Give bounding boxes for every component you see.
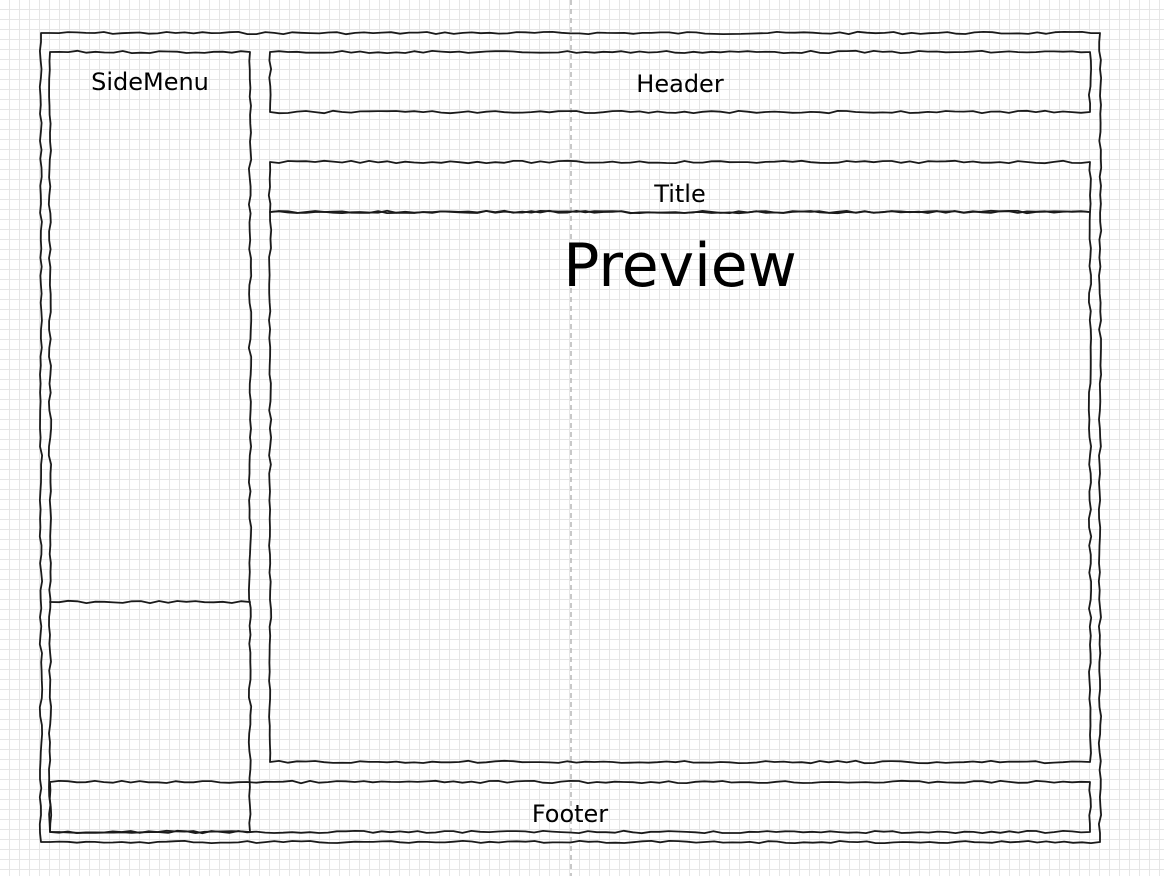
title-box [267, 159, 1092, 215]
side-menu-lower-divider [49, 599, 251, 604]
outer-frame-box [38, 30, 1103, 844]
side-menu-box [47, 49, 253, 834]
footer-box [48, 779, 1092, 835]
preview-label: Preview [563, 231, 797, 301]
footer-label: Footer [531, 800, 609, 828]
header-label: Header [636, 70, 724, 98]
title-label: Title [654, 180, 706, 208]
header-box [268, 49, 1092, 115]
preview-box [268, 209, 1093, 765]
side-menu-label: SideMenu [91, 68, 209, 96]
